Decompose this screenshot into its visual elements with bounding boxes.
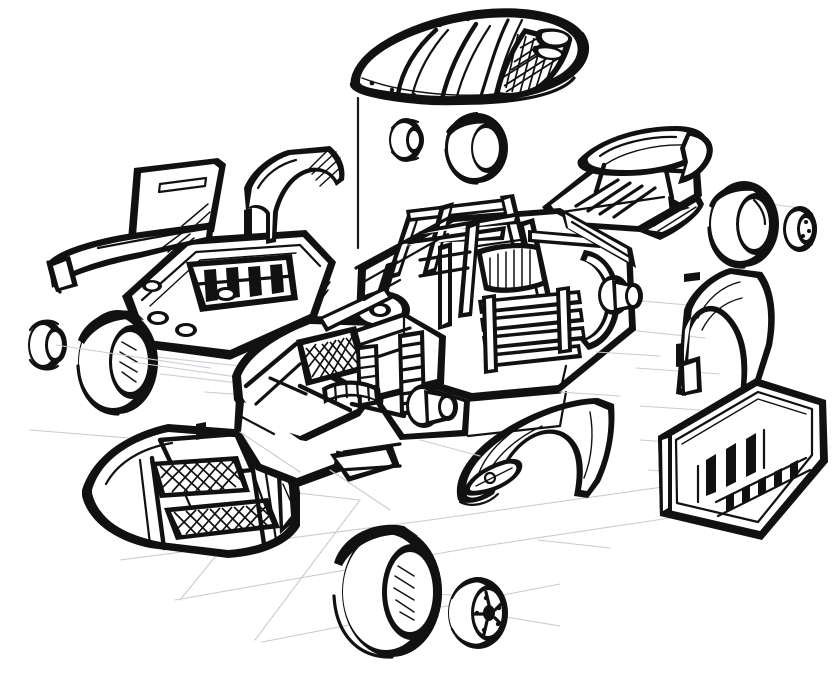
tire-inner-barrel-hatch: [393, 565, 415, 621]
radiator-mesh: [304, 336, 360, 379]
tail-light-slots: [706, 433, 756, 496]
part-rear-wheel-right: [707, 181, 817, 269]
exhaust-header: [322, 380, 382, 404]
lower-grille-mesh: [173, 503, 273, 535]
part-front-wheel-left: [28, 310, 301, 416]
part-rear-bumper-tail-panel: [658, 356, 828, 540]
part-roof-greenhouse: [349, 8, 590, 106]
upper-grille-mesh: [159, 460, 244, 493]
part-front-fender-headlight: [456, 398, 615, 506]
quarter-panel-shade-hatch: [305, 149, 343, 187]
part-left-quarter-panel: [244, 146, 345, 244]
left-tire-inner-hatch: [119, 341, 138, 383]
side-door-bars: [478, 286, 586, 374]
part-front-bumper-grille: [82, 422, 300, 558]
chassis-ground-guides: [239, 351, 661, 511]
part-hood-panel: [122, 230, 336, 360]
part-rear-quarter-panel-right: [676, 268, 775, 396]
part-spare-tire-upper: [389, 111, 508, 185]
part-chassis-rollcage: [232, 194, 643, 488]
part-left-side-skirt: [46, 158, 226, 294]
part-rear-deck-spoiler: [542, 126, 713, 240]
part-front-wheel-large: [332, 524, 508, 659]
cockpit-window-hatch: [489, 248, 531, 292]
